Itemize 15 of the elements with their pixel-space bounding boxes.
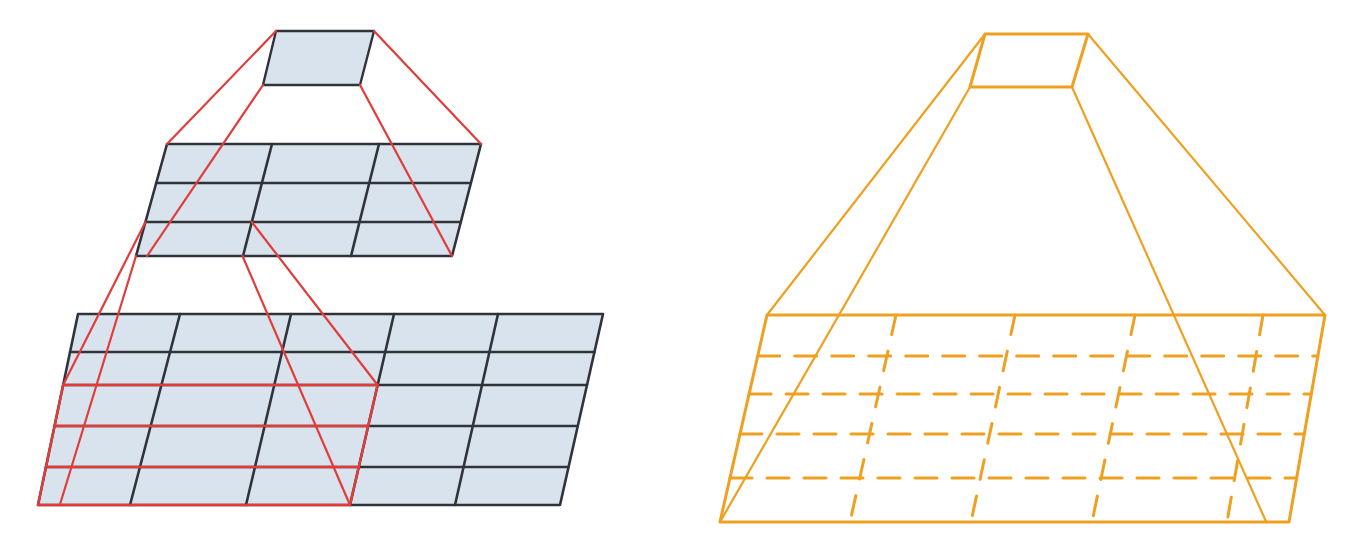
projection-line bbox=[1070, 85, 1268, 524]
receptive-field-outline bbox=[36, 383, 380, 507]
square-outline bbox=[968, 32, 1090, 89]
projection-line bbox=[358, 83, 454, 258]
projection-line bbox=[250, 220, 379, 387]
projection-line bbox=[718, 85, 972, 524]
projection-line bbox=[145, 83, 265, 258]
projection-line bbox=[165, 29, 278, 146]
shaded-cell bbox=[261, 29, 376, 87]
projection-line bbox=[62, 220, 147, 387]
projection-line bbox=[58, 254, 138, 507]
projection-line bbox=[765, 32, 987, 317]
projection-line bbox=[372, 29, 483, 146]
projection-line bbox=[241, 254, 352, 507]
projection-line bbox=[1086, 32, 1327, 317]
